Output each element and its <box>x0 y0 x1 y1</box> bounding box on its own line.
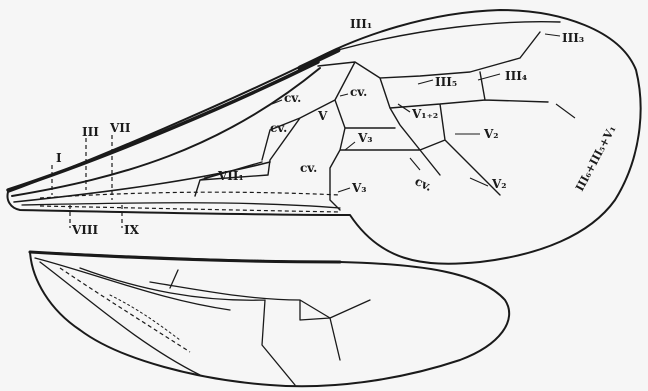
label-III3: III₃ <box>562 31 584 45</box>
label-IX: IX <box>124 223 140 237</box>
label-V2: V₂ <box>483 127 499 141</box>
label-I: I <box>56 151 62 165</box>
label-V: V <box>317 109 328 123</box>
label-VII1: VII₁ <box>217 169 244 183</box>
label-cv-a: cv. <box>284 91 301 105</box>
label-III1: III₁ <box>350 17 372 31</box>
label-III: III <box>82 125 99 139</box>
hindwing-costa <box>30 252 340 262</box>
hindwing-veins <box>35 258 370 385</box>
label-V2b: V₂ <box>491 177 507 191</box>
label-III-combo: III₆+III₅+V₁ <box>573 123 619 193</box>
label-VII: VII <box>109 121 131 135</box>
label-VIII: VIII <box>71 223 99 237</box>
hindwing-outline <box>30 252 509 386</box>
arrow-v3b <box>338 188 350 192</box>
forewing-outline <box>8 10 641 264</box>
arrow-combo <box>556 104 575 118</box>
label-cv-d: cv. <box>300 161 317 175</box>
dashed-vein-a <box>40 192 340 198</box>
label-cv-c: cv. <box>270 121 287 135</box>
label-III4: III₄ <box>505 69 527 83</box>
label-cv-b: cv. <box>350 85 367 99</box>
arrow-iii3 <box>545 34 560 36</box>
arrow-v3a <box>345 142 355 150</box>
arrow-v12 <box>398 104 410 112</box>
label-V12: V₁₊₂ <box>411 107 438 121</box>
forewing <box>8 10 641 264</box>
label-cv-e: cv. <box>413 174 435 194</box>
arrow-cv-e <box>410 158 420 170</box>
arrow-iii5 <box>418 80 433 84</box>
hindwing-dotted <box>110 295 180 340</box>
label-V3b: V₃ <box>351 181 367 195</box>
arrow-v2b <box>470 178 488 186</box>
hindwing-dashed <box>60 268 190 352</box>
arrow-cv-b <box>340 94 348 96</box>
label-V3a: V₃ <box>357 131 373 145</box>
hindwing <box>30 252 509 386</box>
label-III5: III₅ <box>435 75 457 89</box>
